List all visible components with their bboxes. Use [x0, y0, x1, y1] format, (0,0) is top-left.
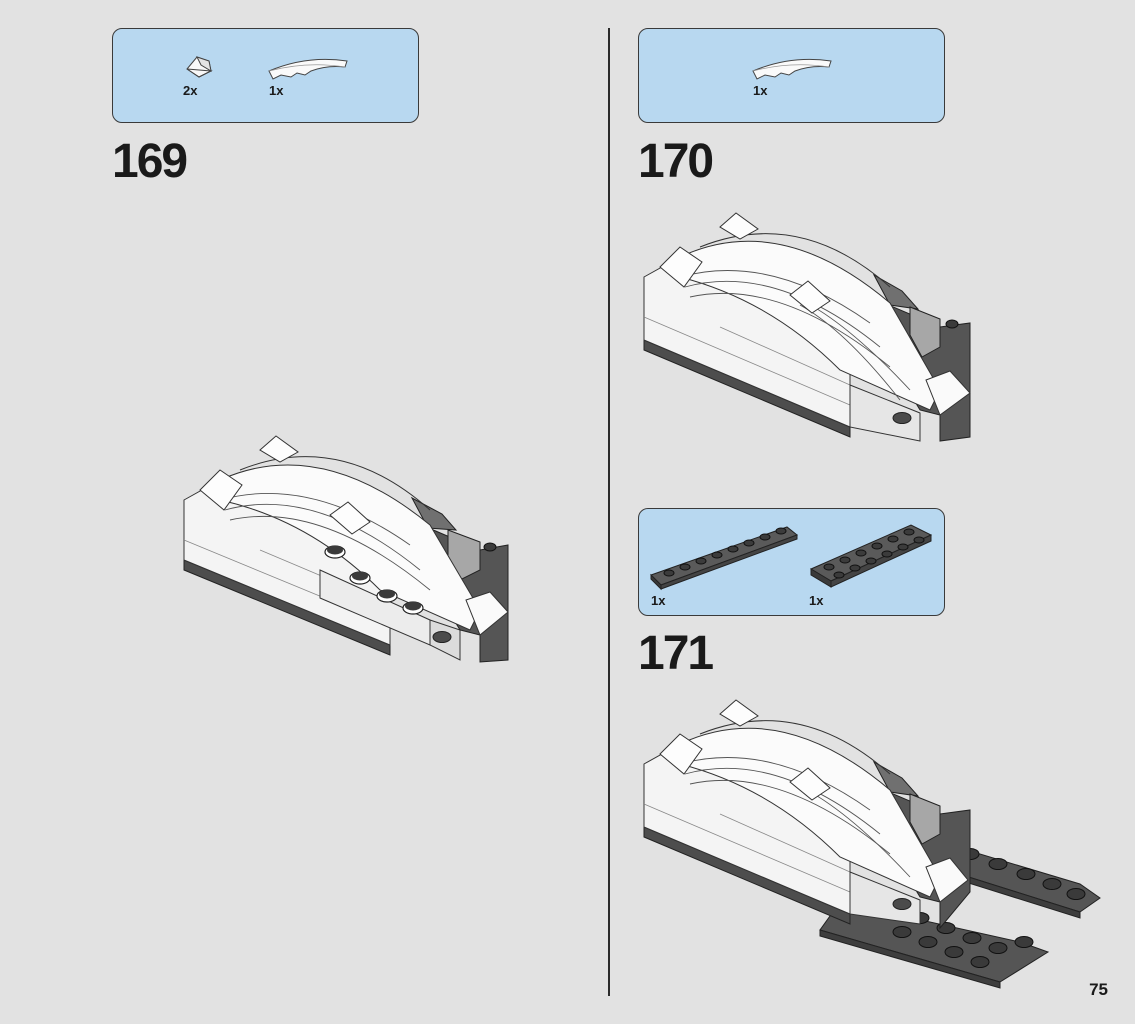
- dark-grey-plate-1x8-icon: [650, 526, 799, 591]
- part-qty: 1x: [269, 83, 284, 98]
- white-slope-tile-icon: [186, 56, 213, 78]
- white-curved-wedge-icon: [752, 58, 832, 80]
- step-number-170: 170: [638, 135, 714, 188]
- model-assembly-step-170: [643, 212, 971, 442]
- part-qty: 1x: [753, 83, 768, 98]
- white-curved-wedge-icon: [268, 58, 348, 80]
- dark-grey-plate-2x6-icon: [809, 524, 933, 588]
- page-number: 75: [1089, 980, 1108, 999]
- part-qty: 1x: [651, 593, 666, 608]
- parts-callout-step-170: 1x: [638, 28, 945, 123]
- model-assembly-step-171: [643, 699, 1101, 989]
- step-number-169: 169: [112, 135, 188, 188]
- page-divider: [608, 28, 610, 996]
- step-number-171: 171: [638, 627, 714, 680]
- parts-callout-step-169: 2x 1x: [112, 28, 419, 123]
- parts-callout-step-171: 1x 1x: [638, 508, 945, 616]
- part-qty: 2x: [183, 83, 198, 98]
- part-qty: 1x: [809, 593, 824, 608]
- model-assembly-step-169: [183, 435, 509, 663]
